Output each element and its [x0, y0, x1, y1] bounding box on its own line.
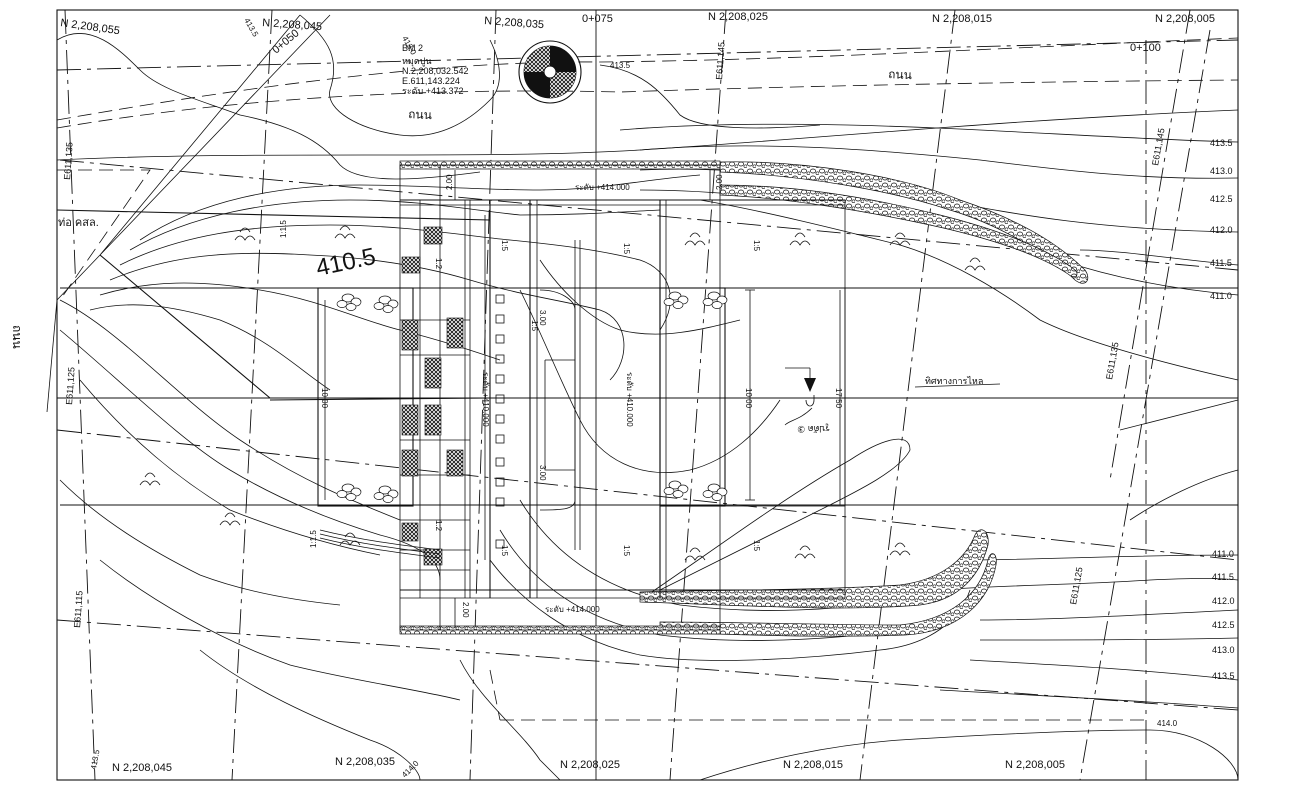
contour-value: 412.5	[1212, 620, 1235, 630]
level-label: ระดับ +410.000	[625, 372, 634, 427]
northing-label: N 2,208,035	[484, 15, 545, 31]
road-label: ถนน	[10, 325, 24, 349]
benchmark-east: E.611,143.224	[402, 76, 460, 86]
contour-value: 413.5	[242, 17, 260, 39]
northing-label: N 2,208,005	[1005, 759, 1065, 771]
road-labels: ถนน ถนน ถนน	[10, 67, 912, 349]
road-outlines	[56, 37, 1239, 721]
rock-clusters	[336, 291, 728, 503]
dimension-label: 2.00	[445, 174, 454, 190]
easting-labels: E611,135 E611,125 E611,115 E611,145 E611…	[62, 42, 1167, 628]
contour-value-labels: 413.5 413.0 412.5 412.0 411.5 411.0 411.…	[89, 17, 1234, 780]
level-labels: ระดับ +414.000 ระดับ +414.000 ระดับ +410…	[481, 183, 634, 614]
section-label: รูปตัด ③	[797, 423, 830, 434]
benchmark-name: BM 2	[402, 43, 423, 53]
dimension-label: 1:5	[752, 240, 761, 252]
road-label: ถนน	[888, 67, 912, 82]
easting-label: E611,115	[72, 590, 85, 628]
left-boundary-tick	[46, 299, 58, 413]
northing-label: N 2,208,035	[335, 756, 395, 768]
dimension-label: 1:5	[530, 320, 539, 332]
dimension-label: 3.00	[538, 465, 547, 481]
riprap-channel	[399, 160, 1089, 637]
dimension-label: 1:5	[622, 545, 631, 557]
dimension-label: 1:2	[434, 520, 443, 532]
northing-label: N 2,208,025	[560, 759, 620, 771]
contour-value: 413.5	[89, 749, 101, 771]
contour-value: 411.0	[1212, 549, 1234, 559]
contour-value: 412.0	[1212, 596, 1235, 606]
station-label: 0+075	[582, 13, 613, 25]
dimension-labels: 2.00 2.00 2.00 10.00 10.00 17.50 3.00 3.…	[279, 174, 843, 618]
easting-label: E611,125	[64, 367, 77, 405]
dimension-label: 3.00	[538, 310, 547, 326]
contour-value: 413.0	[1210, 166, 1233, 176]
dimension-label: 1:1.5	[279, 220, 288, 238]
easting-label: E611,135	[1104, 341, 1120, 380]
drawing-frame	[56, 9, 1239, 781]
big-contour-label: 410.5	[314, 243, 378, 282]
northing-label: N 2,208,015	[932, 13, 992, 25]
contour-value: 411.5	[1210, 258, 1232, 268]
dimension-label: 1:1.5	[309, 530, 318, 548]
contour-value: 411.0	[1210, 291, 1232, 301]
northing-label: N 2,208,045	[262, 17, 323, 33]
contour-value: 413.5	[1212, 671, 1235, 681]
benchmark-block: BM 2 หมุดปูน N.2,208,032.542 E.611,143.2…	[402, 43, 469, 96]
pier-squares	[495, 294, 505, 549]
easting-label: E611,145	[714, 42, 727, 80]
dimension-label: 1:5	[500, 240, 509, 252]
dimension-label: 10.00	[320, 388, 329, 409]
hatched-blocks	[401, 226, 464, 566]
coordinate-grid	[56, 9, 1239, 781]
weir-structure	[317, 164, 846, 631]
contour-value: 414.0	[400, 759, 421, 780]
level-label: ระดับ +414.000	[545, 605, 600, 614]
dimension-label: 2.00	[461, 602, 470, 618]
contour-value: 413.5	[610, 61, 631, 70]
northing-label: N 2,208,015	[783, 759, 843, 771]
dimension-label: 17.50	[834, 388, 843, 409]
contour-value: 413.0	[1212, 645, 1235, 655]
northing-label: N 2,208,045	[112, 762, 172, 774]
pipe-label: ท่อ คสล.	[58, 217, 99, 229]
grass-symbols	[139, 225, 986, 561]
dimension-label: 1:2	[434, 258, 443, 270]
northing-label: N 2,208,005	[1155, 13, 1215, 25]
level-label: ระดับ +410.000	[481, 372, 490, 427]
contour-value: 414.0	[1157, 719, 1178, 728]
contour-value: 413.5	[1210, 138, 1233, 148]
dimension-label: 1:5	[500, 545, 509, 557]
top-northing-labels: N 2,208,055 N 2,208,045 N 2,208,035 N 2,…	[60, 11, 1215, 37]
northing-label: N 2,208,025	[708, 11, 768, 23]
level-label: ระดับ +414.000	[575, 183, 630, 192]
bottom-northing-labels: N 2,208,045 N 2,208,035 N 2,208,025 N 2,…	[112, 756, 1065, 774]
easting-label: E611,135	[62, 142, 75, 180]
contour-value: 412.5	[1210, 194, 1233, 204]
dimension-label: 10.00	[744, 388, 753, 409]
northing-label: N 2,208,055	[60, 17, 121, 37]
flow-arrow-icon	[914, 383, 1001, 388]
section-marker-icon	[784, 367, 816, 426]
contour-value: 412.0	[1210, 225, 1233, 235]
flow-direction-label: ทิศทางการไหล	[925, 376, 983, 386]
north-arrow-icon	[518, 40, 582, 104]
benchmark-north: N.2,208,032.542	[402, 66, 469, 76]
dimension-lines	[324, 170, 841, 628]
station-label: 0+100	[1130, 42, 1161, 54]
easting-label: E611,125	[1068, 566, 1084, 605]
contour-value: 411.5	[1212, 572, 1234, 582]
benchmark-desc: หมุดปูน	[402, 56, 432, 67]
road-label: ถนน	[408, 107, 432, 122]
dimension-label: 2.00	[715, 174, 724, 190]
pipe-line	[56, 14, 491, 559]
benchmark-level: ระดับ +413.372	[402, 86, 464, 96]
dimension-label: 1:5	[752, 540, 761, 552]
dimension-label: 1:5	[622, 243, 631, 255]
